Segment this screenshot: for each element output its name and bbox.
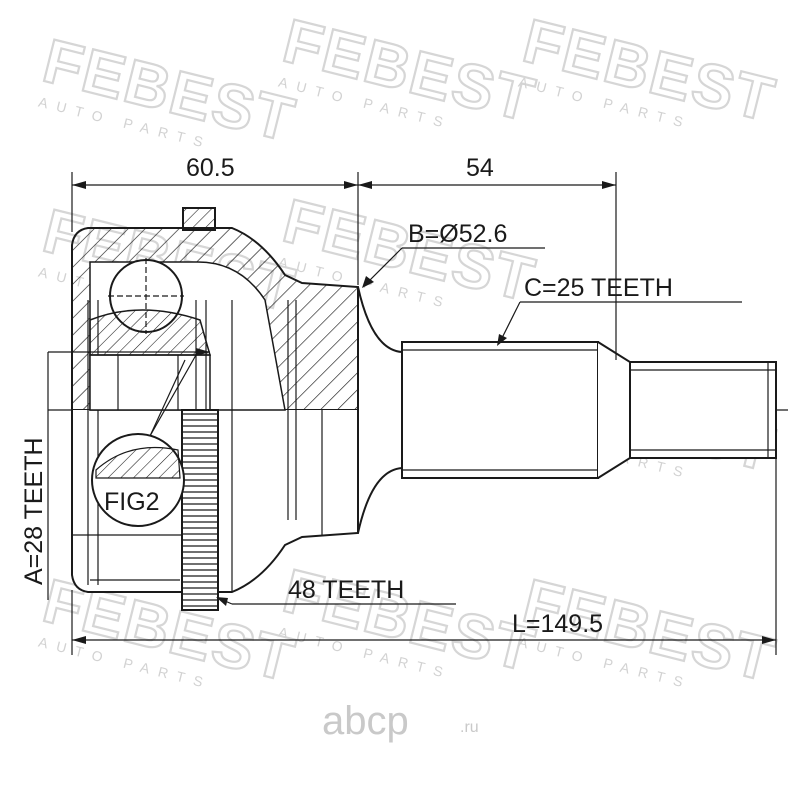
site-mark-tld: .ru: [460, 719, 479, 736]
dim-outer-diameter-label: B=Ø52.6: [408, 220, 507, 248]
site-mark: abcp .ru: [322, 699, 479, 743]
dim-total-length-label: L=149.5: [512, 610, 603, 638]
dim-inner-spline-label: A=28 TEETH: [20, 437, 48, 585]
dimension-54: 54: [358, 154, 617, 360]
dim-60-5-label: 60.5: [186, 154, 235, 182]
dim-54-label: 54: [466, 154, 494, 182]
dimension-60-5: 60.5: [71, 154, 359, 285]
site-mark-name: abcp: [322, 699, 409, 743]
fig2-callout: FIG2: [91, 354, 197, 527]
dim-outer-spline-label: C=25 TEETH: [524, 274, 673, 302]
dimension-abs-ring: 48 TEETH: [216, 576, 456, 606]
dimension-outer-diameter: B=Ø52.6: [362, 220, 545, 288]
fig2-label: FIG2: [104, 488, 160, 516]
dim-abs-ring-label: 48 TEETH: [288, 576, 404, 604]
shaft: [357, 286, 777, 534]
abs-ring: [181, 409, 219, 611]
dimension-total-length: L=149.5: [71, 458, 777, 655]
dimension-outer-spline: C=25 TEETH: [497, 274, 742, 346]
dimension-inner-spline: A=28 TEETH: [20, 348, 210, 600]
